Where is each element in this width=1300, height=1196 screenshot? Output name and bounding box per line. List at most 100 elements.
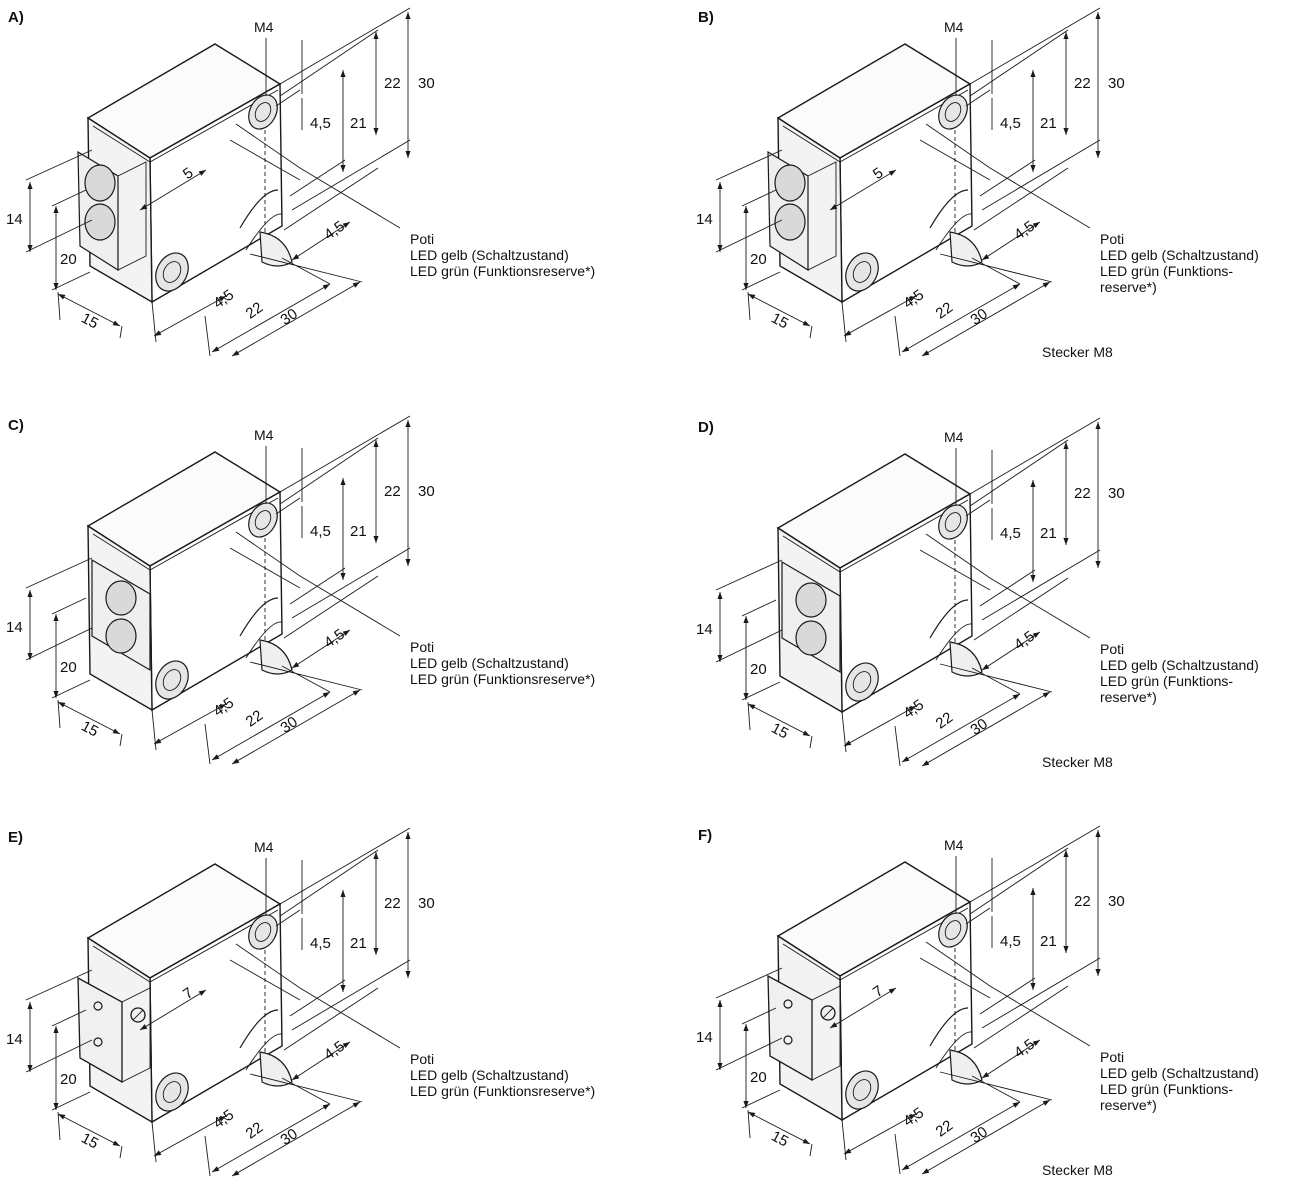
mounting-hole [248, 914, 278, 950]
mounting-hole-inner [254, 510, 272, 530]
dim-label-22-b: 22 [933, 709, 956, 732]
arrowhead [405, 420, 411, 427]
arrowhead [1063, 538, 1069, 545]
reflector-plate-side [811, 985, 841, 1081]
arrowhead [53, 1026, 59, 1033]
dim-label-20: 20 [750, 1069, 767, 1086]
arrowhead [1063, 32, 1069, 39]
arrowhead [743, 1024, 749, 1031]
thread-label-m4: M4 [254, 19, 274, 35]
mounting-hole-inner [162, 1081, 182, 1103]
dim-label-14: 14 [696, 211, 713, 228]
panel-tag: C) [8, 417, 24, 434]
mounting-hole [938, 912, 968, 948]
adjust-screw-slot [822, 1007, 834, 1019]
mounting-hole-inner [162, 261, 182, 283]
arrowhead [922, 760, 930, 766]
callout-line: reserve*) [1100, 1097, 1157, 1113]
arrowhead [58, 702, 66, 708]
arrowhead [748, 704, 756, 710]
arrowhead [405, 12, 411, 19]
dim-label-22-b: 22 [933, 299, 956, 322]
lens-receiver [105, 618, 137, 654]
housing-chamfer [239, 597, 279, 637]
mounting-hole-inner [944, 920, 962, 940]
extension-lines [25, 149, 93, 291]
arrowhead [748, 1112, 756, 1118]
callout-poti: Poti [1100, 641, 1124, 657]
dim-arrow-22-bottom [901, 1101, 1021, 1171]
arrowhead [802, 730, 810, 736]
leader-led [919, 549, 991, 591]
arrowhead [373, 440, 379, 447]
mounting-hole-inner [852, 671, 872, 693]
arrowhead [1095, 12, 1101, 19]
arrowhead [27, 182, 33, 189]
arrowhead [292, 253, 300, 260]
callout-line: LED gelb (Schaltzustand) [1100, 657, 1259, 673]
arrowhead [1030, 165, 1036, 172]
dim-label-14: 14 [696, 621, 713, 638]
arrowhead [340, 985, 346, 992]
housing-chamfer [929, 189, 969, 229]
housing-chamfer-inner [245, 621, 283, 659]
arrowhead [1042, 692, 1050, 698]
arrowhead [717, 182, 723, 189]
leader-led [229, 547, 301, 589]
thread-label-m4: M4 [944, 19, 964, 35]
arrowhead [112, 728, 120, 734]
arrowhead [140, 1024, 148, 1030]
dim-label-22-b: 22 [243, 1119, 266, 1142]
arrowhead [342, 1042, 350, 1049]
arrowhead [58, 1114, 66, 1120]
arrowhead [717, 655, 723, 662]
arrowhead [902, 756, 910, 762]
extension-lines [715, 967, 783, 1109]
arrowhead [1012, 1102, 1020, 1108]
dim-label-22-b: 22 [243, 707, 266, 730]
dim-label-14: 14 [6, 619, 23, 636]
arrowhead [1030, 575, 1036, 582]
arrowhead [743, 206, 749, 213]
dim-arrow-15 [747, 293, 811, 327]
leader-poti [235, 943, 401, 1049]
dim-arrow-4-5-bottom [153, 1115, 227, 1157]
extension-lines [715, 149, 783, 291]
dim-label-30-b: 30 [967, 715, 990, 738]
housing-chamfer-inner [935, 623, 973, 661]
arrowhead [405, 971, 411, 978]
arrowhead [112, 320, 120, 326]
dim-label-30: 30 [1108, 75, 1125, 92]
arrowhead [908, 1114, 916, 1120]
mounting-hole-inner [254, 922, 272, 942]
arrowhead [340, 890, 346, 897]
arrowhead [53, 1103, 59, 1110]
dim-label-4-5-top: 4,5 [1000, 525, 1021, 542]
dim-arrow-window-depth [139, 989, 207, 1031]
dim-arrow-window-depth [829, 169, 897, 211]
lens-emitter [774, 164, 806, 202]
arrowhead [717, 245, 723, 252]
connector-stub [949, 231, 983, 267]
housing-chamfer-inner [935, 1031, 973, 1069]
dim-label-14: 14 [696, 1029, 713, 1046]
dim-arrow-15 [747, 703, 811, 737]
housing-chamfer [929, 1007, 969, 1047]
dim-label-4-5-top: 4,5 [310, 935, 331, 952]
arrowhead [1042, 282, 1050, 288]
arrowhead [1032, 632, 1040, 639]
extension-lines [909, 253, 1053, 301]
dim-label-22: 22 [1074, 893, 1091, 910]
dim-arrow-15 [57, 1113, 121, 1147]
mounting-hole [155, 252, 189, 292]
lens-housing-side [117, 161, 147, 271]
dim-arrow-30-bottom [921, 691, 1051, 767]
dim-arrow-4-5-bottom [843, 705, 917, 747]
arrowhead [830, 1022, 838, 1028]
dim-label-14: 14 [6, 1031, 23, 1048]
callout-line: LED grün (Funktionsreserve*) [410, 263, 595, 279]
callout-line: LED grün (Funktions- [1100, 673, 1233, 689]
callout-line: LED gelb (Schaltzustand) [410, 1067, 569, 1083]
reflector-screw-hole [783, 1035, 793, 1045]
dim-label-22: 22 [384, 483, 401, 500]
